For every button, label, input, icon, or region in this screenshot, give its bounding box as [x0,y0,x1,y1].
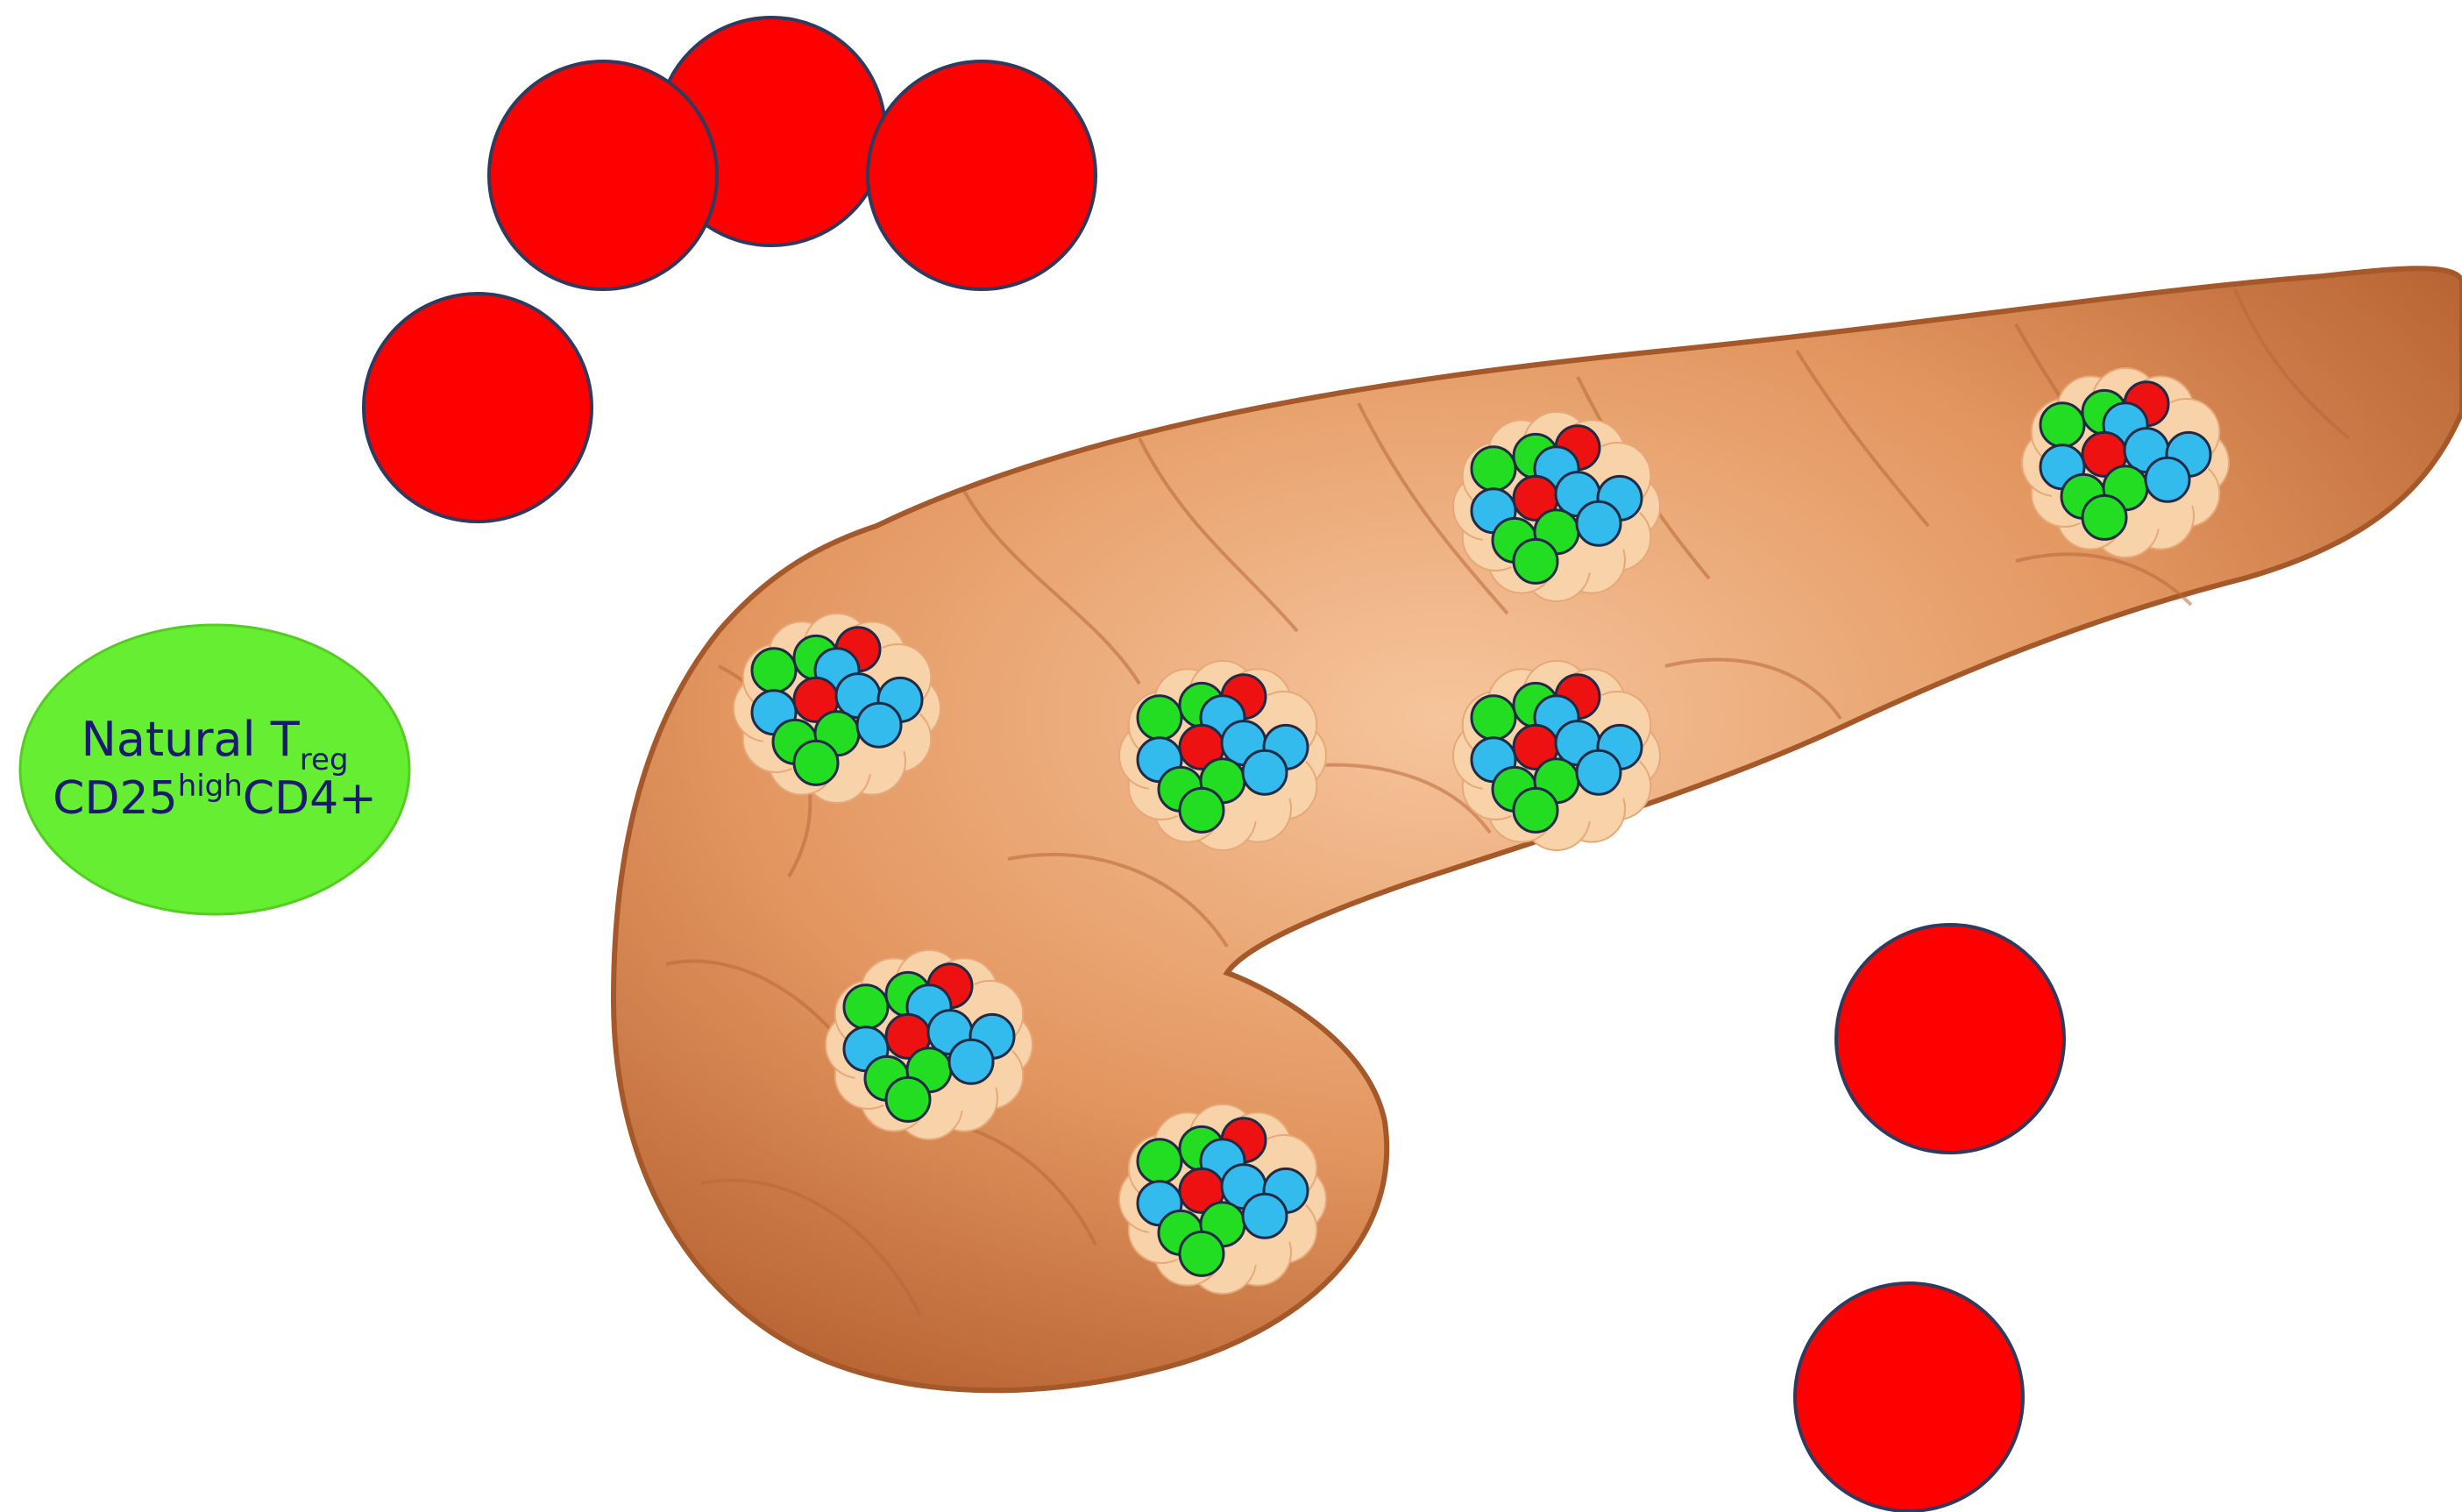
red-cell-icon [364,294,592,522]
red-cell-icon [868,61,1096,289]
islet-cell [1138,696,1181,740]
islet-cell [857,703,901,747]
red-cell-icon [1795,1283,2023,1511]
treg-cell: Natural Treg CD25highCD4+ [20,625,409,914]
islet-cell [1577,501,1621,545]
islet-cell [886,1077,930,1121]
islet-cell [844,985,888,1029]
islet-cell [1243,750,1287,794]
treg-label-cd4: CD4+ [243,772,377,825]
islet-cell [1138,1139,1181,1183]
islet-cell [2040,403,2084,447]
islet-cell [752,649,796,692]
islet-cell [2082,495,2126,539]
islet-cell [949,1040,993,1083]
islet-cell [1180,1232,1224,1275]
red-cell-icon [1836,925,2064,1153]
islet-cell [794,741,838,784]
islet-cell [1472,447,1515,491]
treg-label-sup: high [178,769,243,804]
islet-cell [1243,1194,1287,1238]
islet-cell [1577,750,1621,794]
treg-label-main: Natural T [81,712,300,767]
islet-cell [1514,788,1557,832]
islet-cell [2146,458,2189,501]
treg-label-cd25: CD25 [53,772,178,825]
islet-cell [1514,539,1557,583]
islet-cell [1472,696,1515,740]
islet-cell [1180,788,1224,832]
red-cell-icon [489,61,717,289]
